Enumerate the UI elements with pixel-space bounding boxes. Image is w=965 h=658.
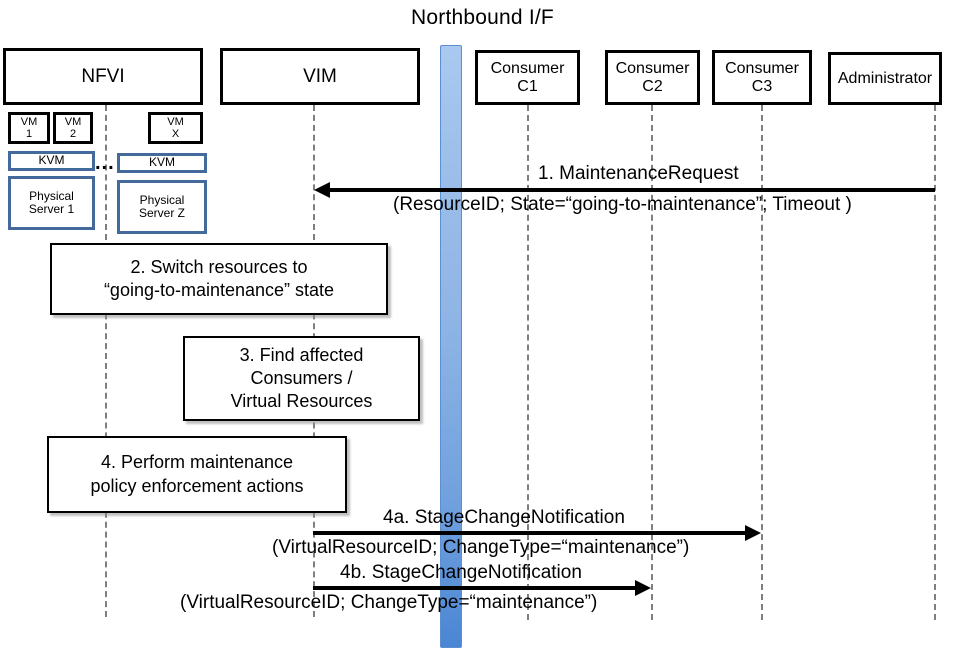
message-4a-params: (VirtualResourceID; ChangeType=“maintena… xyxy=(272,537,689,559)
actor-label-consumer-c1-line2: C1 xyxy=(517,77,538,95)
step-4-line2: policy enforcement actions xyxy=(90,475,304,496)
actor-box-consumer-c2[interactable]: Consumer C2 xyxy=(605,50,700,105)
component-vm-2-line2: 2 xyxy=(69,128,77,140)
step-2-box: 2. Switch resources to “going-to-mainten… xyxy=(50,243,388,315)
component-physical-server-z-line2: Server Z xyxy=(138,206,185,220)
message-1-line xyxy=(330,188,935,192)
message-4b-line xyxy=(313,586,635,590)
component-vm-x-line1: VM xyxy=(167,115,184,128)
message-1-params-text: (ResourceID; State=“going-to-maintenance… xyxy=(393,194,852,215)
message-1-title: 1. MaintenanceRequest xyxy=(538,163,739,185)
component-kvm-left: KVM xyxy=(8,151,95,171)
lifeline-administrator xyxy=(934,105,936,620)
actor-label-administrator: Administrator xyxy=(837,69,933,87)
lifeline-consumer-c1 xyxy=(527,105,529,620)
message-4b-params: (VirtualResourceID; ChangeType=“maintena… xyxy=(180,592,597,614)
actor-label-nfvi: NFVI xyxy=(81,65,125,87)
lifeline-nfvi xyxy=(105,105,107,617)
component-physical-server-1: Physical Server 1 xyxy=(8,176,95,230)
actor-label-consumer-c2-line1: Consumer xyxy=(615,59,690,77)
step-3-line3: Virtual Resources xyxy=(230,391,373,412)
component-physical-server-1-line2: Server 1 xyxy=(28,202,75,216)
component-physical-server-z-line1: Physical xyxy=(139,192,185,207)
actor-box-consumer-c3[interactable]: Consumer C3 xyxy=(712,50,812,105)
message-4a-title: 4a. StageChangeNotification xyxy=(383,507,625,529)
actor-label-consumer-c3-line1: Consumer xyxy=(725,59,799,77)
diagram-title: Northbound I/F xyxy=(411,6,554,29)
actor-label-consumer-c1-line1: Consumer xyxy=(490,59,565,77)
component-vm-x: VM X xyxy=(148,112,203,144)
message-4b-params-text: (VirtualResourceID; ChangeType=“maintena… xyxy=(180,592,598,613)
message-4a-line xyxy=(313,531,745,535)
component-kvm-right: KVM xyxy=(117,153,207,173)
component-vm-2: VM 2 xyxy=(53,112,93,144)
component-kvm-left-label: KVM xyxy=(38,153,65,168)
lifeline-consumer-c2 xyxy=(651,105,653,620)
message-1-title-text: 1. MaintenanceRequest xyxy=(538,163,739,184)
step-2-line1: 2. Switch resources to xyxy=(130,256,308,277)
actor-label-consumer-c2-line2: C2 xyxy=(642,77,663,95)
message-4a-arrowhead xyxy=(745,525,761,541)
actor-box-consumer-c1[interactable]: Consumer C1 xyxy=(475,50,580,105)
message-4b-title-text: 4b. StageChangeNotification xyxy=(340,562,582,583)
message-4a-title-text: 4a. StageChangeNotification xyxy=(383,507,625,528)
component-vm-1-line2: 1 xyxy=(25,128,33,140)
actor-box-administrator[interactable]: Administrator xyxy=(828,52,942,105)
actor-box-nfvi[interactable]: NFVI xyxy=(3,48,203,105)
component-vm-1-line1: VM xyxy=(20,115,38,128)
step-3-line1: 3. Find affected xyxy=(239,344,364,365)
step-2-line2: “going-to-maintenance” state xyxy=(103,280,335,300)
step-3-line2: Consumers / xyxy=(250,367,353,388)
step-4-box: 4. Perform maintenance policy enforcemen… xyxy=(47,436,347,513)
actor-label-consumer-c3-line2: C3 xyxy=(751,77,773,95)
northbound-interface-bar xyxy=(440,45,462,648)
lifeline-consumer-c3 xyxy=(761,105,763,620)
message-1-arrowhead xyxy=(314,182,330,198)
message-1-params: (ResourceID; State=“going-to-maintenance… xyxy=(393,194,852,216)
step-3-box: 3. Find affected Consumers / Virtual Res… xyxy=(183,336,420,421)
message-4b-arrowhead xyxy=(635,580,651,596)
actor-label-vim: VIM xyxy=(303,65,337,87)
step-4-line1: 4. Perform maintenance xyxy=(100,452,294,473)
component-vm-x-line2: X xyxy=(171,128,180,140)
component-kvm-right-label: KVM xyxy=(148,155,175,170)
component-physical-server-1-line1: Physical xyxy=(29,188,74,203)
components-ellipsis: ... xyxy=(95,152,115,175)
components-ellipsis-label: ... xyxy=(95,152,115,174)
message-4b-title: 4b. StageChangeNotification xyxy=(340,562,582,584)
message-4a-params-text: (VirtualResourceID; ChangeType=“maintena… xyxy=(272,537,690,558)
actor-box-vim[interactable]: VIM xyxy=(220,48,420,105)
component-physical-server-z: Physical Server Z xyxy=(117,180,207,234)
component-vm-1: VM 1 xyxy=(8,112,50,144)
component-vm-2-line1: VM xyxy=(64,115,82,128)
